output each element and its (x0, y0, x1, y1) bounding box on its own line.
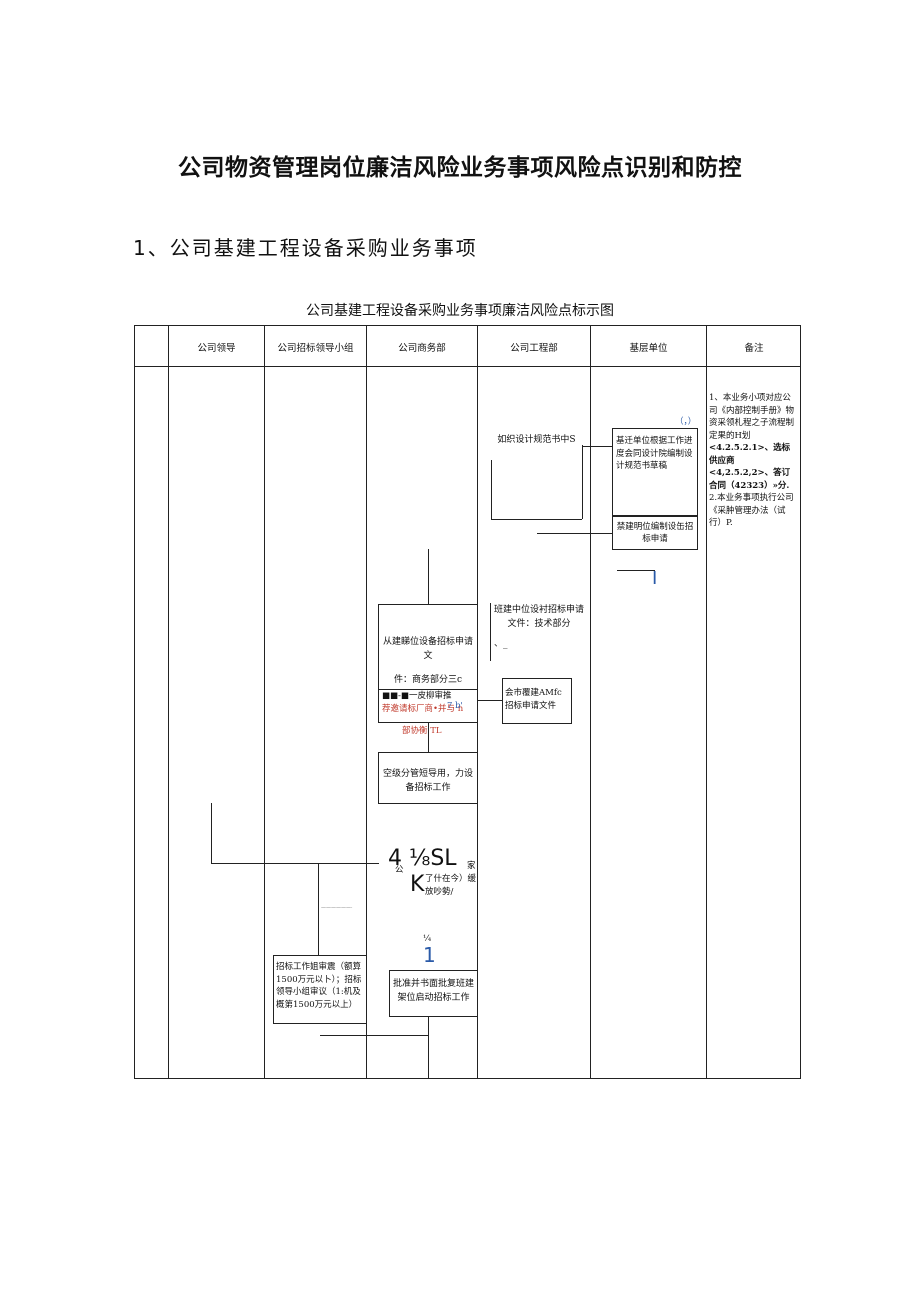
connector-line (320, 1035, 428, 1036)
connector-line (318, 863, 319, 955)
connector-line (617, 570, 655, 571)
commerce-bid-doc-box: 从建睇位设备招标申请文 件：商务部分三c ■■-■一皮柳审推 荐邀请标厂商•并与… (378, 604, 478, 736)
base-draft-spec-box: 基迁单位根据工作进度会同设计院编制设计规范书草稿 (612, 428, 698, 516)
diagram-caption: 公司基建工程设备采购业务事项廉洁风险点标示图 (306, 303, 614, 319)
commerce-approval-box: 批准并书面批复班建架位启动招标工作 (389, 970, 478, 1017)
flow-table (134, 325, 801, 1079)
remarks-notes: 1、本业务小项对应公司《内部控制手册》物资采领札程之子流程制定果的H划 <4.2… (707, 392, 799, 530)
commerce-leader-box: 空级分管短导用，力设备招标工作 (378, 752, 478, 804)
document-title: 公司物资管理岗位廉洁风险业务事项风险点识别和防控 (178, 155, 742, 181)
header-engineering-dept: 公司工程部 (510, 342, 558, 354)
garbled-small-text: 家 (467, 861, 476, 871)
commerce-risk-text: ■■-■一皮柳审推 荐邀请标厂商•并与 n 部协衡 TL (379, 689, 477, 738)
dash-marks: ——————· (321, 905, 353, 911)
column-divider (168, 325, 169, 1079)
connector-line (428, 549, 429, 604)
connector-line (490, 603, 491, 661)
connector-line (428, 722, 429, 752)
bidding-group-review-box: 招标工作姐审震（额算1500万元以卜）；招标领导小组审议（1:机及概第1500万… (273, 955, 367, 1024)
header-divider (134, 366, 801, 367)
header-remarks: 备注 (744, 342, 764, 354)
column-divider (264, 325, 265, 1079)
commerce-box-line: 从建睇位设备招标申请文 (382, 637, 473, 661)
eng-tech-line: 、_ (494, 639, 508, 649)
connector-line (537, 533, 612, 534)
connector-line (491, 420, 492, 520)
column-divider (706, 325, 707, 1079)
connector-line (428, 1017, 429, 1079)
eng-tech-line: 文件：技术部分 (507, 619, 571, 629)
remark-item: <4.2.5.2.1>、选标供应商 (709, 443, 791, 466)
eng-tech-part-text: 班建中位设衬招标申请 文件：技术部分 、_ (490, 603, 588, 651)
header-company-leader: 公司领导 (197, 342, 236, 354)
section-heading: 1、公司基建工程设备采购业务事项 (133, 236, 478, 260)
header-bidding-group: 公司招标领导小组 (277, 342, 354, 354)
connector-line (211, 803, 212, 863)
commerce-risk-line: 荐邀请标厂商•并与 n (382, 703, 464, 714)
header-base-unit: 基层单位 (629, 342, 668, 354)
fraction-mark: ¼ (423, 934, 432, 944)
garbled-large-text: K (410, 872, 425, 897)
connector-line (582, 445, 583, 519)
garbled-small-text: 公 (395, 865, 404, 875)
column-divider (366, 325, 367, 1079)
remark-item: 1、本业务小项对应公司《内部控制手册》物资采领札程之子流程制定果的H划 (709, 393, 795, 441)
base-bid-request-box: 禁建明位编制设缶招标申请 (612, 516, 698, 550)
eng-tech-line: 班建中位设衬招标申请 (493, 605, 584, 615)
column-divider (590, 325, 591, 1079)
commerce-risk-line: ■■-■一皮柳审推 (382, 691, 452, 701)
connector-line (491, 519, 582, 520)
commerce-risk-line: 部协衡 TL (402, 726, 442, 736)
connector-line (582, 446, 612, 447)
remark-item: <4,2.5.2,2>、答订合同（42323）»分. (709, 468, 791, 491)
header-commerce-dept: 公司商务部 (398, 342, 446, 354)
base-unit-tag: （，） (675, 417, 697, 427)
remark-item: 2.本业务事项执行公司《采肿管理办法（试行）P. (709, 493, 794, 528)
eng-spec-box: 如织设计规范书中S (491, 420, 582, 460)
commerce-box-line: 件：商务部分三c (393, 675, 463, 685)
blue-step-mark: 1 (423, 943, 436, 967)
eng-review-box: 会市覆建AMfc招标申请文件 (502, 678, 572, 724)
garbled-small-text: 了什在今）缓放吵勢/ (425, 874, 477, 897)
garbled-large-text: 4 ⅛SL (388, 846, 457, 871)
base-unit-mark: I (652, 568, 658, 589)
commerce-tag: 7 b' (447, 701, 463, 711)
connector-line (477, 700, 502, 701)
connector-line (211, 863, 379, 864)
